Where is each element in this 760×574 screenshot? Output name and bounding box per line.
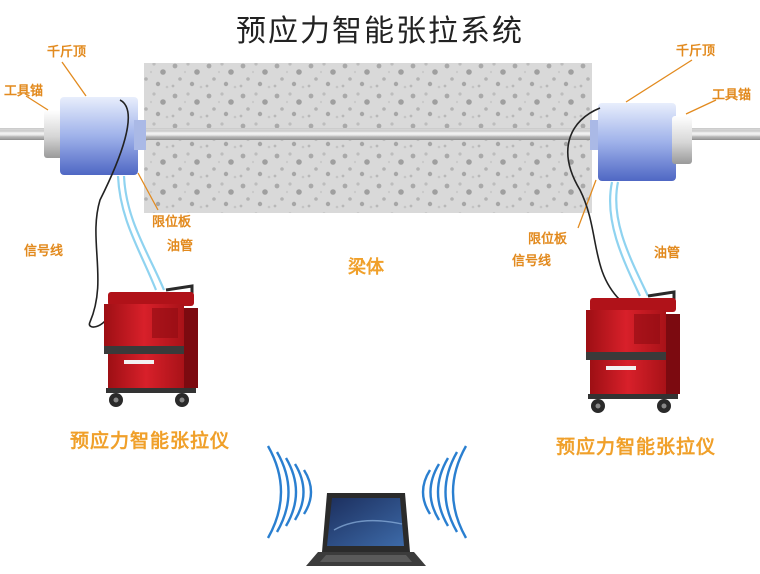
laptop-icon [306, 493, 426, 566]
right-signal-cable [567, 107, 621, 301]
left-oil-pipe [116, 175, 158, 291]
left-jack [60, 97, 138, 175]
right-limit-plate-label: 限位板 [528, 232, 568, 247]
left-limit-plate-label: 限位板 [152, 215, 192, 230]
right-tool-anchor [672, 116, 692, 164]
right-oil-pipe-label: 油管 [654, 246, 681, 261]
left-signal-cable [88, 99, 130, 328]
right-oil-pipe [608, 181, 641, 297]
left-anchor-label: 工具锚 [4, 84, 44, 99]
right-jack [598, 103, 676, 181]
left-tensioning-machine [102, 284, 200, 409]
right-machine-label: 预应力智能张拉仪 [556, 436, 717, 458]
right-signal-line-label: 信号线 [512, 254, 552, 269]
left-tool-anchor [44, 110, 64, 158]
right-jack-label: 千斤顶 [676, 44, 716, 59]
left-machine-label: 预应力智能张拉仪 [70, 430, 231, 452]
wifi-waves-left-icon [266, 444, 313, 540]
left-jack-label: 千斤顶 [47, 45, 87, 60]
wifi-waves-right-icon [421, 444, 468, 540]
right-tensioning-machine [584, 290, 682, 415]
page-title: 预应力智能张拉系统 [236, 14, 524, 49]
left-signal-line-label: 信号线 [24, 244, 64, 259]
left-oil-pipe-label: 油管 [167, 239, 194, 254]
beam-label: 梁体 [348, 257, 384, 278]
left-limit-plate [134, 120, 146, 150]
right-anchor-label: 工具锚 [712, 88, 752, 103]
